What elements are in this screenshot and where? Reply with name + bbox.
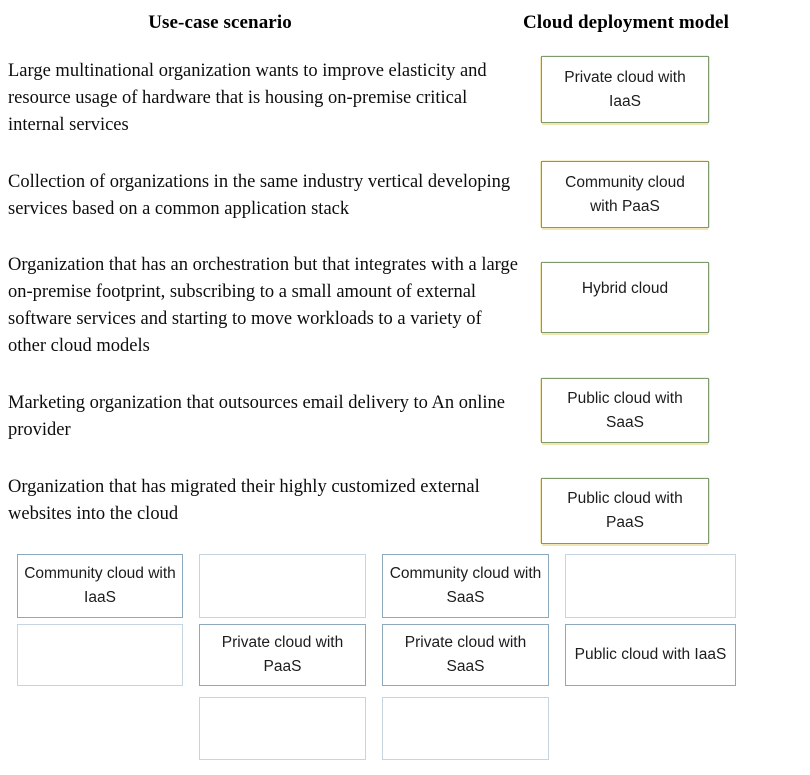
option-box-r1c3[interactable]: Community cloud with SaaS <box>382 554 549 618</box>
option-label-r2c2: Private cloud with PaaS <box>221 634 344 675</box>
answer-label-1: Private cloud with IaaS <box>564 68 686 110</box>
option-label-r2c3: Private cloud with SaaS <box>404 634 527 675</box>
answer-label-5: Public cloud with PaaS <box>567 490 683 531</box>
option-label-r1c1: Community cloud with IaaS <box>24 565 176 606</box>
option-box-r2c4[interactable]: Public cloud with IaaS <box>565 624 736 686</box>
answer-label-3: Hybrid cloud <box>581 280 669 297</box>
column-header-use-case-scenario: Use-case scenario <box>148 12 292 33</box>
option-box-r1c4[interactable] <box>565 554 736 618</box>
answer-label-2: Community cloud with PaaS <box>565 173 685 215</box>
answer-drop-target-3[interactable]: Hybrid cloud <box>541 262 709 333</box>
scenario-text-1: Large multinational organization wants t… <box>8 61 487 135</box>
scenario-text-4: Marketing organization that outsources e… <box>8 393 505 440</box>
scenario-text-3: Organization that has an orchestration b… <box>8 255 518 356</box>
scenario-text-5: Organization that has migrated their hig… <box>8 477 480 524</box>
scenario-text-2: Collection of organizations in the same … <box>8 172 511 219</box>
answer-label-4: Public cloud with SaaS <box>567 389 683 431</box>
option-box-r2c2[interactable]: Private cloud with PaaS <box>199 624 366 686</box>
column-header-cloud-deployment-model: Cloud deployment model <box>523 12 729 33</box>
option-box-r1c1[interactable]: Community cloud with IaaS <box>17 554 183 618</box>
option-box-r1c2[interactable] <box>199 554 366 618</box>
option-label-r1c3: Community cloud with SaaS <box>389 565 542 606</box>
option-box-r2c3[interactable]: Private cloud with SaaS <box>382 624 549 686</box>
answer-drop-target-5[interactable]: Public cloud with PaaS <box>541 478 709 544</box>
option-box-r3c2[interactable] <box>199 697 366 760</box>
answer-drop-target-2[interactable]: Community cloud with PaaS <box>541 161 709 228</box>
option-box-r2c1[interactable] <box>17 624 183 686</box>
answer-drop-target-1[interactable]: Private cloud with IaaS <box>541 56 709 123</box>
answer-drop-target-4[interactable]: Public cloud with SaaS <box>541 378 709 443</box>
option-box-r3c3[interactable] <box>382 697 549 760</box>
option-label-r2c4: Public cloud with IaaS <box>574 646 727 663</box>
